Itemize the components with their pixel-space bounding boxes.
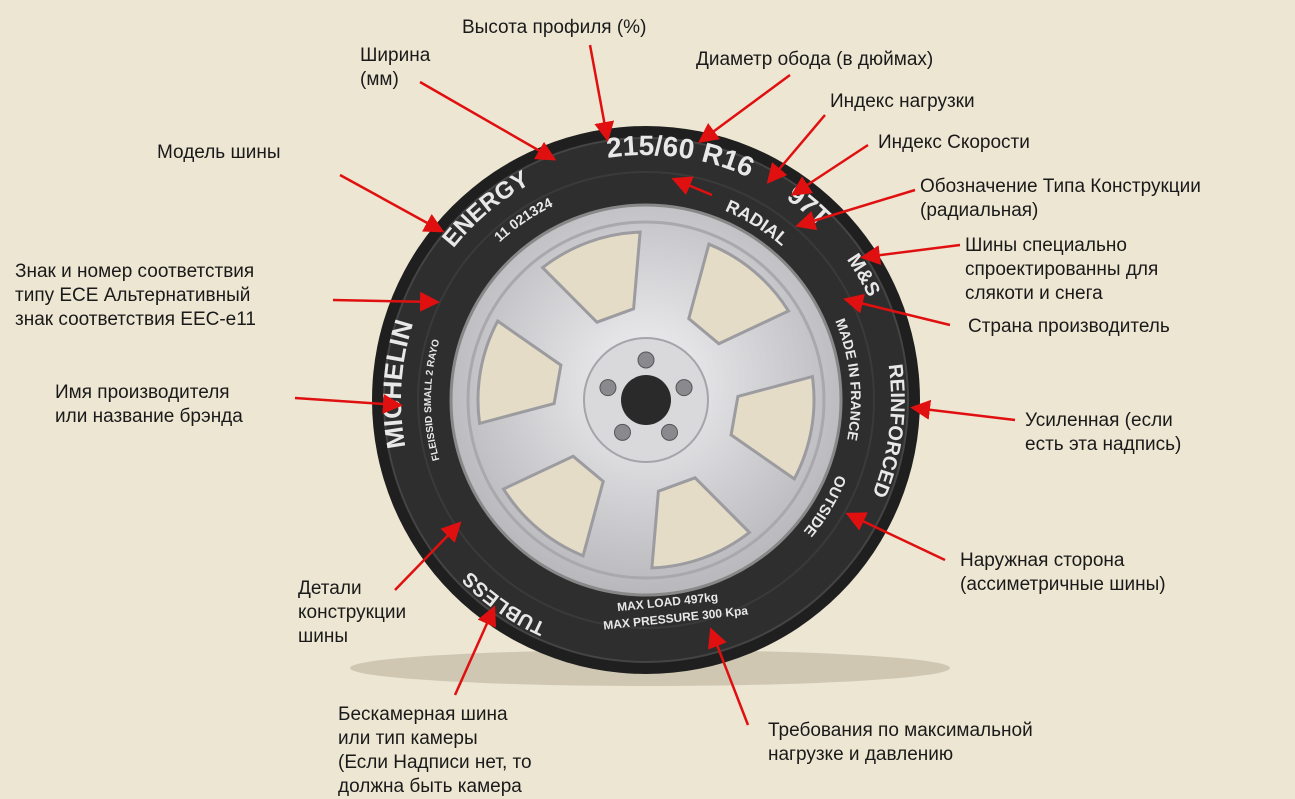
label-brand: Имя производителя или название брэнда [55,381,243,429]
label-line: Наружная сторона [960,550,1125,571]
lug-nut [637,351,655,369]
rim-window [540,230,642,324]
label-line: (Если Надписи нет, то [338,752,532,773]
label-rim-diameter: Диаметр обода (в дюймах) [696,48,933,72]
rim-window [650,476,752,570]
rim-window [687,242,791,346]
label-line: (ассиметричные шины) [960,574,1166,595]
label-line: есть эта надпись) [1025,434,1182,455]
callout-arrow [588,44,615,142]
label-construction-type: Обозначение Типа Конструкции (радиальная) [920,175,1201,223]
callout-arrow [843,293,951,327]
lug-nuts [599,351,693,441]
label-line: Модель шины [157,142,281,163]
label-country: Страна производитель [968,315,1170,339]
rim-window [501,454,605,558]
label-line: Знак и номер соответствия [15,261,255,282]
label-line: Требования по максимальной [768,720,1033,741]
label-tubeless: Бескамерная шина или тип камеры (Если Надп… [338,703,532,799]
label-line: типу ECE Альтернативный [15,285,251,306]
label-line: Страна производитель [968,316,1170,337]
callout-arrow [860,243,961,266]
label-mud-snow: Шины специально спроектированны для слякот… [965,234,1158,306]
lug-nut [661,423,679,441]
label-line: Высота профиля (%) [462,17,647,38]
callout-arrow [294,394,403,414]
center-cap [621,375,671,425]
label-line: или тип камеры [338,728,478,749]
label-line: Обозначение Типа Конструкции [920,176,1201,197]
lug-nut [599,379,617,397]
label-model: Модель шины [157,141,280,165]
rim-lip [466,220,826,580]
label-reinforced: Усиленная (если есть эта надпись) [1025,409,1181,457]
label-width: Ширина (мм) [360,44,430,92]
label-line: Бескамерная шина [338,704,508,725]
label-line: Индекс нагрузки [830,91,975,112]
label-speed-index: Индекс Скорости [878,131,1030,155]
callout-arrow [795,188,916,231]
callout-arrow [671,176,713,197]
label-load-index: Индекс нагрузки [830,90,975,114]
label-line: конструкции [298,602,407,623]
label-line: знак соответствия EEC-e11 [15,309,256,330]
rim-window [476,318,563,426]
label-max-load: Требования по максимальной нагрузке и дав… [768,719,1033,767]
label-line: должна быть камера [338,776,522,797]
label-line: спроектированны для [965,259,1159,280]
label-profile-height: Высота профиля (%) [462,16,646,40]
callout-arrow [453,605,497,696]
label-line: Имя производителя [55,382,230,403]
label-line: шины [298,626,349,647]
callout-arrows [294,44,1016,726]
lug-nut [675,379,693,397]
lug-nut [613,423,631,441]
callout-arrow [332,291,440,312]
label-line: Шины специально [965,235,1127,256]
callout-arrow [394,521,462,591]
rim-spoke-windows [476,230,816,570]
label-outside: Наружная сторона (ассиметричные шины) [960,549,1166,597]
label-line: Индекс Скорости [878,132,1030,153]
callout-arrow [790,143,869,196]
label-ece: Знак и номер соответствия типу ECE Альтер… [15,260,256,332]
callout-arrow [708,627,750,726]
callout-arrow [697,73,791,143]
rim-window [729,374,816,482]
label-construction-details: Детали конструкции шины [298,577,406,649]
label-line: Детали [298,578,362,599]
label-line: слякоти и снега [965,283,1103,304]
callout-arrow [339,173,445,233]
label-line: Диаметр обода (в дюймах) [696,49,934,70]
label-line: нагрузке и давлению [768,744,954,765]
label-line: (радиальная) [920,200,1039,221]
label-line: Ширина [360,45,431,66]
label-line: Усиленная (если [1025,410,1173,431]
callout-arrow [910,399,1016,422]
callout-arrow [766,114,826,184]
sidewall-ring [417,171,875,629]
callout-arrow [419,80,557,161]
label-line: или название брэнда [55,406,243,427]
callout-arrow [845,512,946,562]
label-line: (мм) [360,69,399,90]
